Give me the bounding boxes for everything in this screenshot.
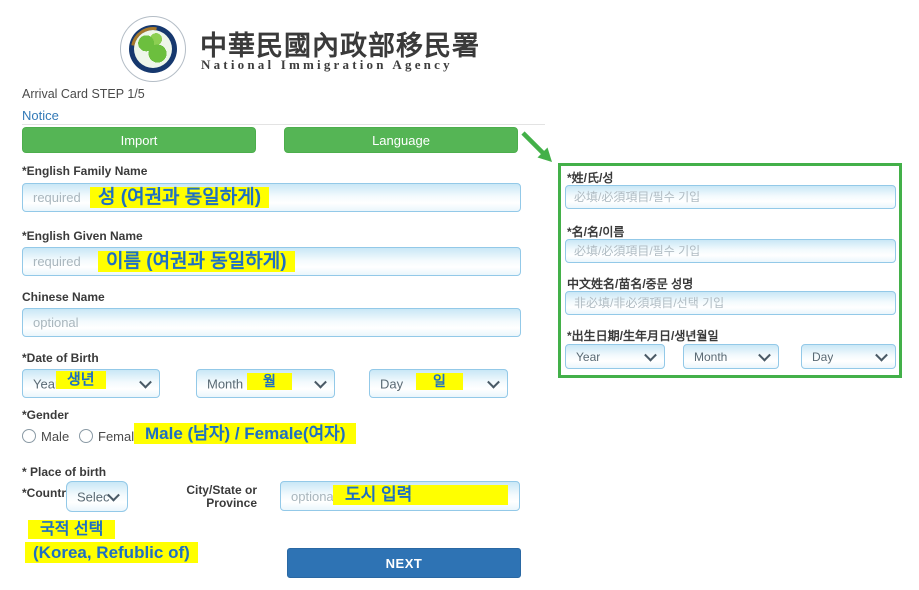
gender-female-label: Female xyxy=(98,429,142,444)
city-annotation: 도시 입력 xyxy=(333,485,508,505)
gender-male-radio[interactable] xyxy=(22,429,36,443)
given-name-annotation: 이름 (여권과 동일하게) xyxy=(98,251,295,272)
agency-title-english: National Immigration Agency xyxy=(201,57,453,72)
gender-female-radio[interactable] xyxy=(79,429,93,443)
nia-logo xyxy=(120,16,186,82)
family-name-label: *English Family Name xyxy=(22,164,148,178)
city-state-label: City/State or Province xyxy=(175,484,257,510)
logo-swoosh xyxy=(122,18,184,80)
import-button[interactable]: Import xyxy=(22,127,256,153)
panel-chinese-name-label: 中文姓名/苗名/중문 성명 xyxy=(567,277,694,291)
country-label: *Countr xyxy=(22,486,66,500)
gender-annotation: Male (남자) / Female(여자) xyxy=(134,423,357,444)
panel-chinese-name-input[interactable] xyxy=(565,291,896,315)
chevron-down-icon xyxy=(644,348,657,362)
chinese-name-label: Chinese Name xyxy=(22,290,105,304)
panel-dob-year-select[interactable]: Year xyxy=(565,344,665,369)
given-name-label: *English Given Name xyxy=(22,229,143,243)
panel-given-name-input[interactable] xyxy=(565,239,896,263)
gender-male-label: Male xyxy=(41,429,70,444)
place-of-birth-label: * Place of birth xyxy=(22,465,107,479)
chevron-down-icon xyxy=(875,348,888,362)
chevron-down-icon xyxy=(758,348,771,362)
panel-dob-year-value: Year xyxy=(576,349,601,364)
arrow-to-panel-icon xyxy=(521,131,552,162)
dob-year-value: Year xyxy=(33,376,60,391)
nationality-annotation-line1: 국적 선택 xyxy=(28,520,116,539)
dob-month-value: Month xyxy=(207,376,244,391)
notice-divider xyxy=(22,124,545,125)
country-value: Selec xyxy=(77,489,110,504)
dob-label: *Date of Birth xyxy=(22,351,99,365)
step-indicator: Arrival Card STEP 1/5 xyxy=(22,87,145,101)
chevron-down-icon xyxy=(139,375,152,389)
panel-dob-day-select[interactable]: Day xyxy=(801,344,896,369)
panel-dob-month-select[interactable]: Month xyxy=(683,344,779,369)
chinese-name-input[interactable] xyxy=(22,308,521,337)
dob-day-annotation: 일 xyxy=(416,373,463,390)
city-state-label-line1: City/State or xyxy=(186,483,257,497)
gender-label: *Gender xyxy=(22,408,69,422)
language-button[interactable]: Language xyxy=(284,127,518,153)
panel-dob-day-value: Day xyxy=(812,349,834,364)
dob-month-annotation: 월 xyxy=(247,373,292,390)
country-select[interactable]: Selec xyxy=(66,481,128,512)
panel-family-name-input[interactable] xyxy=(565,185,896,209)
agency-title-chinese: 中華民國內政部移民署 xyxy=(200,31,480,61)
panel-given-name-label: *名/名/이름 xyxy=(567,225,625,239)
dob-day-value: Day xyxy=(380,376,404,391)
logo-globe-icon xyxy=(134,30,172,68)
panel-family-name-label: *姓/氏/성 xyxy=(567,171,614,185)
chevron-down-icon xyxy=(487,375,500,389)
next-button[interactable]: NEXT xyxy=(287,548,521,578)
panel-dob-label: *出生日期/生年月日/생년월일 xyxy=(567,329,719,343)
nationality-annotation-line2: (Korea, Refublic of) xyxy=(25,542,198,563)
panel-dob-month-value: Month xyxy=(694,349,728,364)
dob-year-annotation: 생년 xyxy=(56,371,106,389)
family-name-annotation: 성 (여권과 동일하게) xyxy=(90,187,270,208)
chevron-down-icon xyxy=(314,375,327,389)
notice-link[interactable]: Notice xyxy=(22,108,59,123)
city-state-label-line2: Province xyxy=(206,496,257,510)
